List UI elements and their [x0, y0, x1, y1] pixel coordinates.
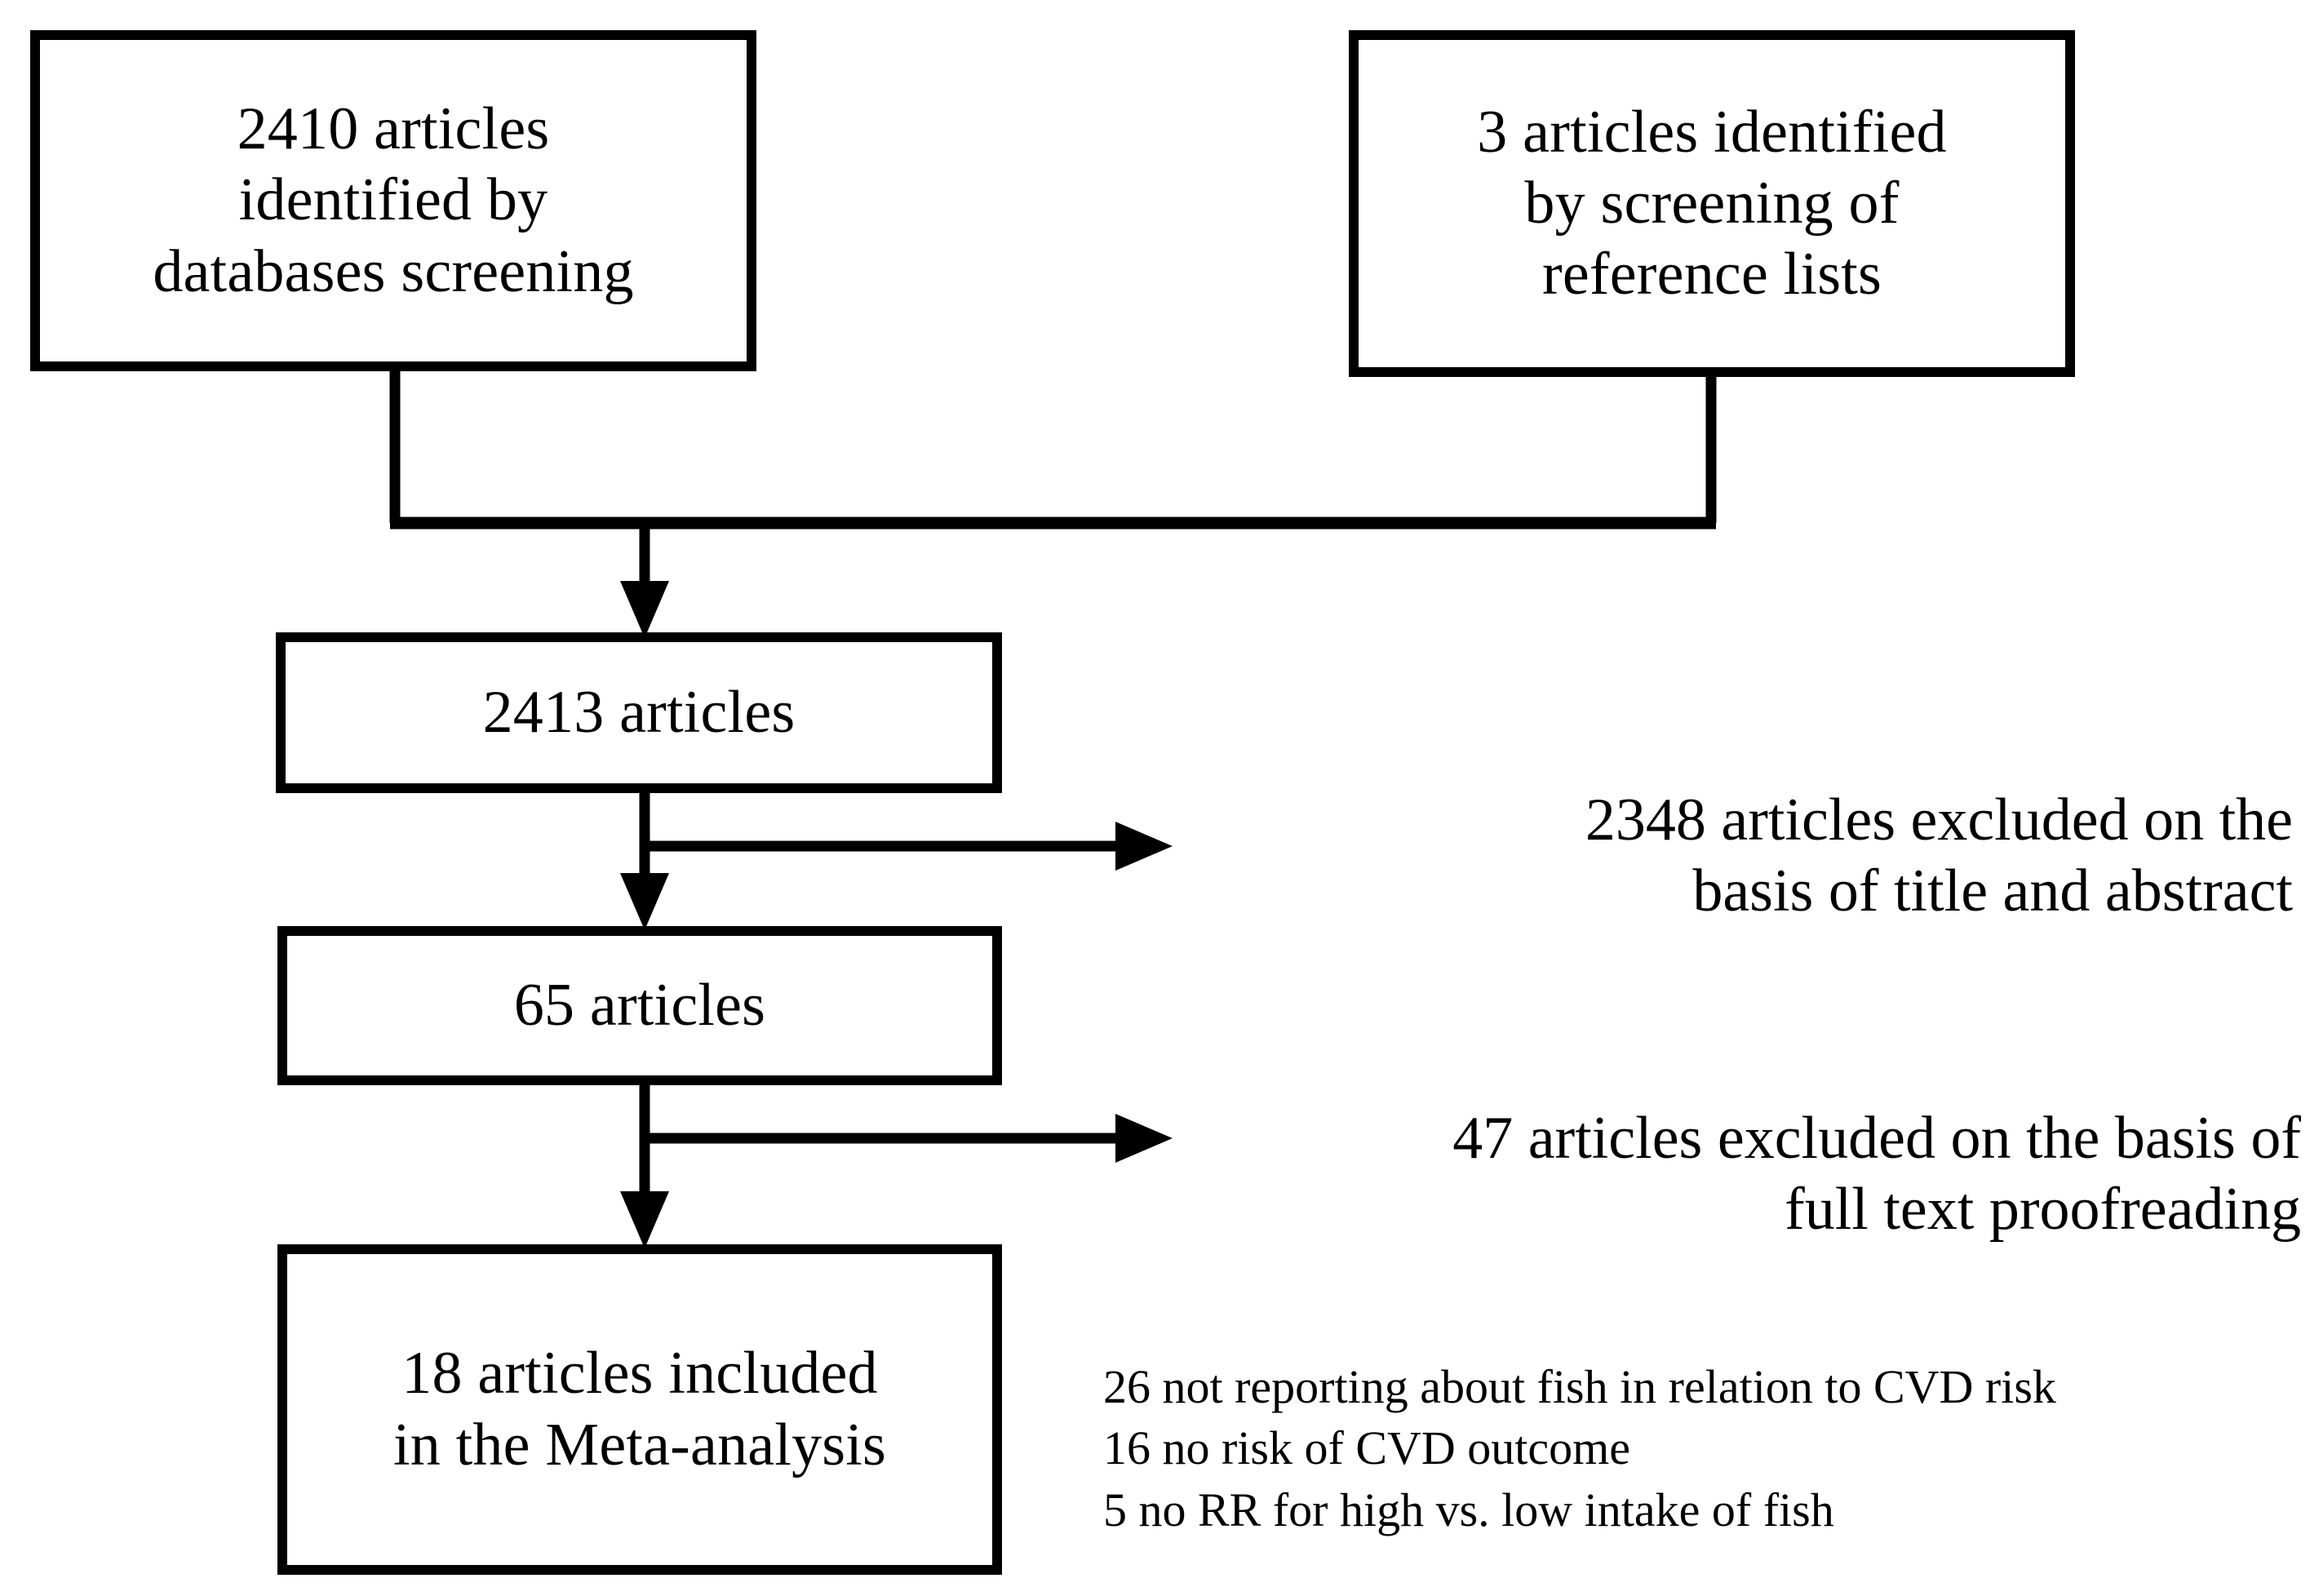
reference-lists-box: 3 articles identified by screening of re… [1349, 30, 2075, 377]
screened-articles-box: 65 articles [277, 926, 1002, 1085]
screened-articles-label: 65 articles [513, 971, 766, 1039]
exclusion-reason-item: 16 no risk of CVD outcome [1103, 1421, 1630, 1475]
exclusion-reasons-list: 26 not reporting about fish in relation … [1103, 1356, 2303, 1541]
databases-screening-label: 2410 articles identified by databases sc… [153, 95, 634, 305]
included-articles-label: 18 articles included in the Meta-analysi… [392, 1340, 887, 1479]
databases-screening-box: 2410 articles identified by databases sc… [30, 30, 756, 371]
reference-lists-label: 3 articles identified by screening of re… [1477, 98, 1947, 308]
arrowhead-into-included [620, 1191, 669, 1248]
excluded-full-text-annotation: 47 articles excluded on the basis of ful… [1452, 1105, 2301, 1244]
combined-articles-label: 2413 articles [482, 678, 796, 746]
excluded-title-abstract-annotation: 2348 articles excluded on the basis of t… [1585, 787, 2293, 925]
arrowhead-exclude-title-abstract [1115, 822, 1173, 871]
arrowhead-exclude-full-text [1115, 1114, 1173, 1163]
combined-articles-box: 2413 articles [276, 632, 1002, 793]
exclusion-reason-item: 26 not reporting about fish in relation … [1103, 1360, 2056, 1413]
included-articles-box: 18 articles included in the Meta-analysi… [277, 1244, 1002, 1575]
arrowhead-into-combined [620, 581, 669, 638]
arrowhead-into-screened [620, 873, 669, 930]
exclusion-reason-item: 5 no RR for high vs. low intake of fish [1103, 1483, 1834, 1536]
